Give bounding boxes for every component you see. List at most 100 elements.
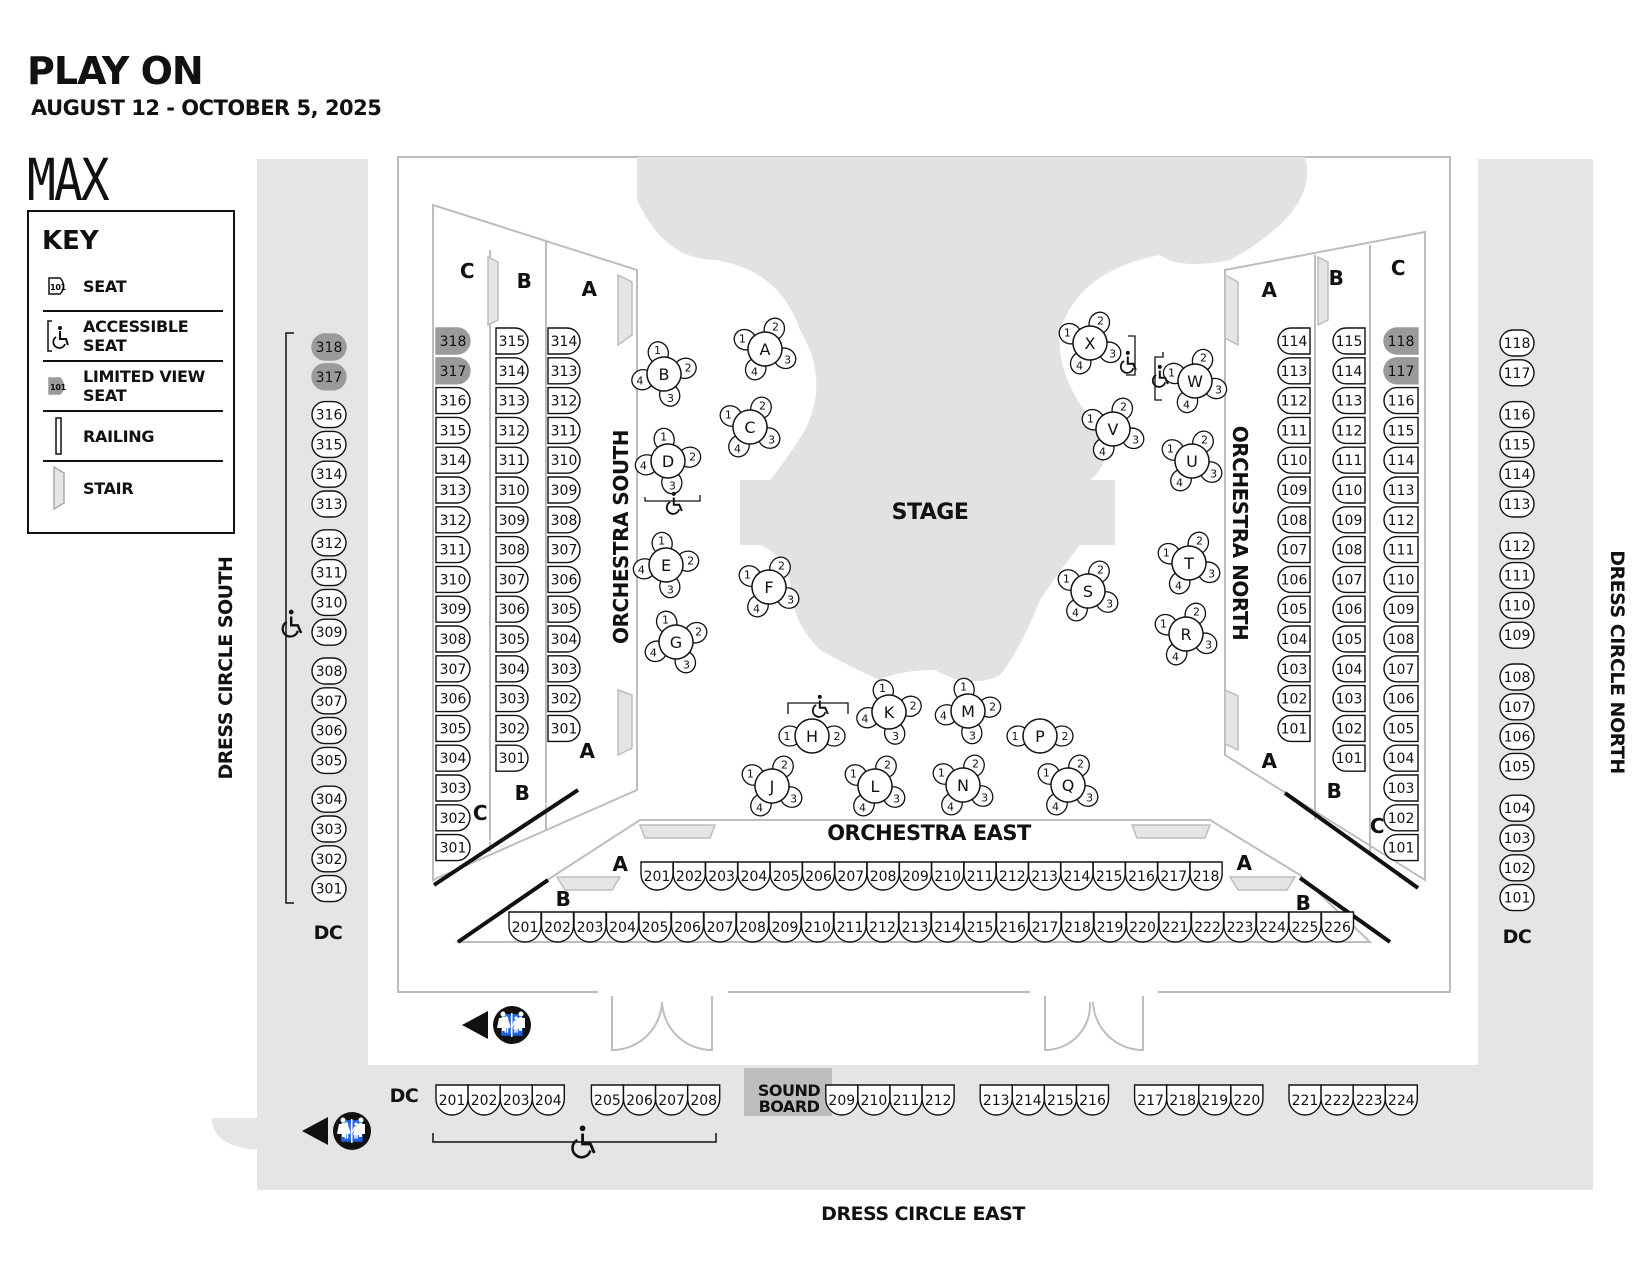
seat-dc_north-115[interactable]: 115	[1499, 430, 1535, 459]
seat-dc_east-215[interactable]: 215	[1043, 1084, 1078, 1116]
seat-dc_north-101[interactable]: 101	[1499, 883, 1535, 912]
seat-oe_row_b-201[interactable]: 201	[508, 911, 542, 943]
seat-on_row_c-113[interactable]: 113	[1383, 476, 1419, 504]
seat-on_row_a-114[interactable]: 114	[1277, 327, 1311, 355]
seat-oe_row_a-217[interactable]: 217	[1157, 861, 1191, 891]
seat-oe_row_b-225[interactable]: 225	[1288, 911, 1322, 943]
seat-dc_east-218[interactable]: 218	[1166, 1084, 1200, 1116]
seat-dc_east-205[interactable]: 205	[590, 1084, 625, 1116]
seat-os_row_b-312[interactable]: 312	[495, 416, 529, 445]
seat-on_row_c-114[interactable]: 114	[1383, 446, 1419, 474]
seat-oe_row_a-218[interactable]: 218	[1189, 861, 1223, 891]
seat-oe_row_b-213[interactable]: 213	[898, 911, 932, 943]
seat-on_row_c-106[interactable]: 106	[1383, 684, 1419, 713]
seat-os_row_a-303[interactable]: 303	[547, 655, 581, 683]
seat-oe_row_a-208[interactable]: 208	[866, 861, 900, 891]
seat-oe_row_b-220[interactable]: 220	[1125, 911, 1160, 943]
seat-os_row_c-306[interactable]: 306	[435, 684, 471, 713]
seat-dc_east-207[interactable]: 207	[654, 1084, 689, 1116]
seat-dc_east-216[interactable]: 216	[1075, 1084, 1110, 1116]
seat-oe_row_b-226[interactable]: 226	[1320, 911, 1355, 943]
seat-on_row_a-101[interactable]: 101	[1277, 714, 1311, 743]
seat-os_row_c-313[interactable]: 313	[435, 476, 471, 504]
seat-oe_row_a-206[interactable]: 206	[801, 861, 836, 891]
seat-os_row_b-307[interactable]: 307	[495, 565, 529, 594]
seat-oe_row_b-215[interactable]: 215	[963, 911, 997, 943]
seat-dc_south-301[interactable]: 301	[311, 874, 347, 903]
seat-on_row_a-105[interactable]: 105	[1277, 595, 1311, 623]
seat-on_row_a-106[interactable]: 106	[1277, 565, 1311, 594]
seat-os_row_c-304[interactable]: 304	[435, 744, 471, 772]
seat-dc_east-223[interactable]: 223	[1352, 1084, 1386, 1116]
seat-on_row_b-101[interactable]: 101	[1332, 744, 1366, 772]
seat-oe_row_a-209[interactable]: 209	[898, 861, 933, 891]
seat-dc_north-105[interactable]: 105	[1499, 752, 1535, 781]
seat-dc_south-303[interactable]: 303	[311, 815, 347, 843]
seat-os_row_b-306[interactable]: 306	[495, 595, 529, 623]
seat-oe_row_b-222[interactable]: 222	[1190, 911, 1225, 943]
seat-on_row_b-115[interactable]: 115	[1332, 327, 1366, 355]
seat-dc_north-108[interactable]: 108	[1499, 663, 1535, 691]
seat-on_row_b-105[interactable]: 105	[1332, 625, 1366, 653]
seat-os_row_b-315[interactable]: 315	[495, 327, 529, 355]
seat-oe_row_b-207[interactable]: 207	[703, 911, 737, 943]
seat-on_row_a-112[interactable]: 112	[1277, 386, 1311, 415]
seat-dc_east-211[interactable]: 211	[889, 1084, 923, 1116]
seat-dc_north-107[interactable]: 107	[1499, 693, 1535, 721]
seat-on_row_c-118[interactable]: 118	[1383, 327, 1419, 355]
seat-oe_row_b-205[interactable]: 205	[638, 911, 672, 943]
seat-oe_row_b-217[interactable]: 217	[1028, 911, 1062, 943]
seat-dc_south-311[interactable]: 311	[311, 558, 347, 587]
seat-dc_north-113[interactable]: 113	[1499, 490, 1535, 518]
seat-dc_north-112[interactable]: 112	[1499, 532, 1535, 560]
seat-dc_north-106[interactable]: 106	[1499, 722, 1535, 751]
seat-os_row_a-301[interactable]: 301	[547, 714, 581, 743]
seat-on_row_c-108[interactable]: 108	[1383, 625, 1419, 653]
seat-oe_row_b-224[interactable]: 224	[1255, 911, 1290, 943]
seat-dc_south-317[interactable]: 317	[311, 363, 347, 391]
seat-dc_south-312[interactable]: 312	[311, 529, 347, 557]
seat-dc_north-117[interactable]: 117	[1499, 359, 1535, 387]
seat-dc_east-220[interactable]: 220	[1230, 1084, 1264, 1116]
seat-oe_row_b-219[interactable]: 219	[1093, 911, 1127, 943]
seat-dc_north-103[interactable]: 103	[1499, 824, 1535, 852]
seat-on_row_a-113[interactable]: 113	[1277, 357, 1311, 385]
seat-dc_south-307[interactable]: 307	[311, 687, 347, 715]
seat-dc_north-102[interactable]: 102	[1499, 854, 1535, 882]
seat-on_row_a-108[interactable]: 108	[1277, 506, 1311, 534]
seat-on_row_b-102[interactable]: 102	[1332, 714, 1366, 743]
seat-os_row_b-302[interactable]: 302	[495, 714, 529, 743]
seat-os_row_b-310[interactable]: 310	[495, 476, 529, 504]
seat-dc_east-210[interactable]: 210	[857, 1084, 891, 1116]
seat-oe_row_a-202[interactable]: 202	[672, 861, 706, 891]
seat-os_row_c-301[interactable]: 301	[435, 833, 471, 862]
seat-on_row_a-110[interactable]: 110	[1277, 446, 1311, 474]
seat-on_row_b-104[interactable]: 104	[1332, 655, 1366, 683]
seat-oe_row_b-223[interactable]: 223	[1223, 911, 1257, 943]
seat-oe_row_b-206[interactable]: 206	[670, 911, 705, 943]
seat-on_row_c-102[interactable]: 102	[1383, 804, 1419, 832]
seat-os_row_a-304[interactable]: 304	[547, 625, 581, 653]
seat-dc_south-318[interactable]: 318	[311, 333, 347, 361]
seat-dc_east-214[interactable]: 214	[1011, 1084, 1045, 1116]
seat-os_row_a-309[interactable]: 309	[547, 476, 581, 504]
seat-os_row_b-301[interactable]: 301	[495, 744, 529, 772]
seat-dc_east-221[interactable]: 221	[1288, 1084, 1322, 1116]
seat-oe_row_a-213[interactable]: 213	[1027, 861, 1062, 891]
seat-on_row_c-101[interactable]: 101	[1383, 833, 1419, 862]
seat-oe_row_b-212[interactable]: 212	[865, 911, 900, 943]
seat-on_row_b-106[interactable]: 106	[1332, 595, 1366, 623]
seat-on_row_b-107[interactable]: 107	[1332, 565, 1366, 594]
seat-on_row_c-112[interactable]: 112	[1383, 506, 1419, 534]
